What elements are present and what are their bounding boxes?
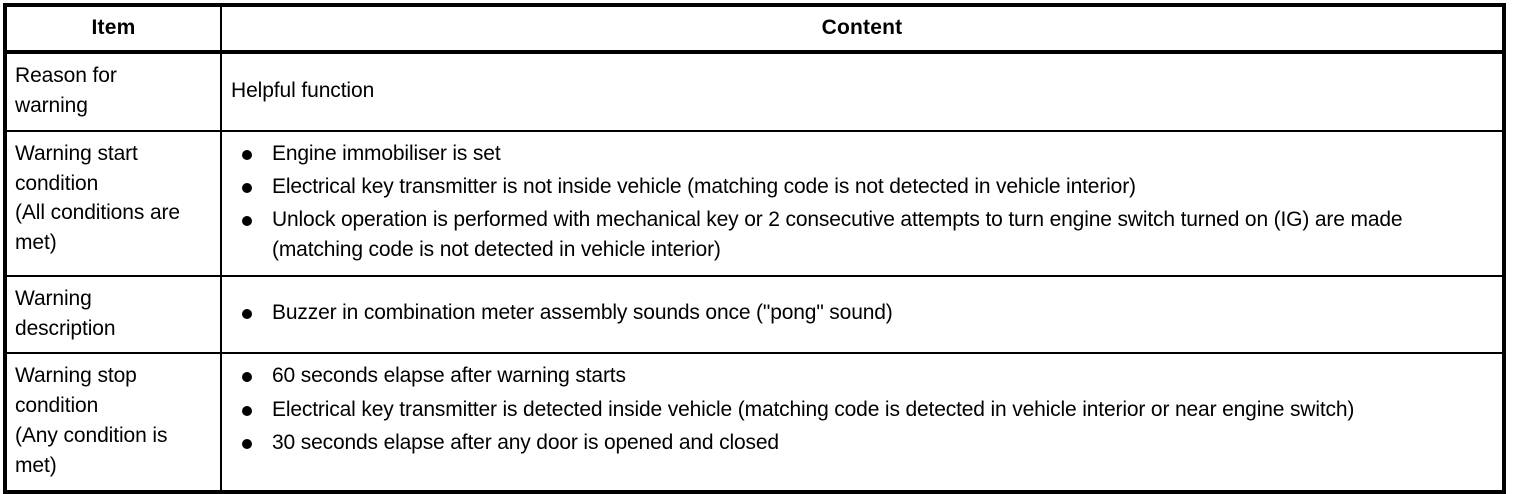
table-row: Reason for warning Helpful function bbox=[4, 51, 1505, 132]
list-item-text: Electrical key transmitter is not inside… bbox=[272, 175, 1136, 198]
list-item: Engine immobiliser is set bbox=[231, 139, 1492, 169]
table-row: Warning start condition (All conditions … bbox=[4, 129, 1505, 277]
item-label-line: warning bbox=[15, 93, 88, 117]
row-content: Engine immobiliser is set Electrical key… bbox=[220, 129, 1505, 277]
column-header-item: Item bbox=[4, 5, 222, 55]
list-item: 60 seconds elapse after warning starts bbox=[231, 361, 1492, 391]
item-label-line: met) bbox=[15, 231, 57, 255]
bullet-list: 60 seconds elapse after warning starts E… bbox=[231, 361, 1492, 458]
list-item-text: Engine immobiliser is set bbox=[272, 141, 501, 165]
item-label-line: description bbox=[15, 316, 116, 340]
row-content: Buzzer in combination meter assembly sou… bbox=[220, 274, 1505, 355]
warning-specification-table: Item Content Reason for warning Helpful … bbox=[3, 3, 1506, 494]
list-item: Electrical key transmitter is not inside… bbox=[231, 172, 1492, 202]
bullet-list: Buzzer in combination meter assembly sou… bbox=[231, 298, 1492, 328]
content-text: Helpful function bbox=[231, 79, 375, 103]
list-item: 30 seconds elapse after any door is open… bbox=[231, 428, 1492, 458]
row-content: 60 seconds elapse after warning starts E… bbox=[220, 352, 1505, 493]
item-label-line: Reason for bbox=[15, 64, 117, 88]
table-header-row: Item Content bbox=[4, 5, 1505, 55]
document-sheet: Item Content Reason for warning Helpful … bbox=[3, 3, 1506, 494]
table-row: Warning description Buzzer in combinatio… bbox=[4, 274, 1505, 355]
row-item-label: Warning start condition (All conditions … bbox=[4, 129, 222, 277]
table-header: Item Content bbox=[4, 5, 1505, 55]
row-item-label: Reason for warning bbox=[4, 51, 222, 132]
bullet-icon bbox=[242, 438, 252, 449]
bullet-list: Engine immobiliser is set Electrical key… bbox=[231, 139, 1492, 266]
list-item-text: Electrical key transmitter is detected i… bbox=[272, 397, 1355, 421]
item-label-line: Warning bbox=[15, 286, 92, 310]
item-label-line: met) bbox=[15, 453, 57, 477]
item-label-line: (All conditions are bbox=[15, 201, 181, 225]
item-label-line: (Any condition is bbox=[15, 423, 168, 447]
row-content: Helpful function bbox=[220, 51, 1505, 132]
item-label-line: Warning start bbox=[15, 141, 138, 165]
bullet-icon bbox=[242, 149, 252, 160]
item-label-line: condition bbox=[15, 394, 99, 418]
item-label-line: Warning stop bbox=[15, 364, 137, 388]
table-body: Reason for warning Helpful function Warn… bbox=[4, 51, 1505, 493]
list-item: Electrical key transmitter is detected i… bbox=[231, 395, 1492, 425]
table-row: Warning stop condition (Any condition is… bbox=[4, 352, 1505, 493]
bullet-icon bbox=[242, 405, 252, 416]
list-item-text: 60 seconds elapse after warning starts bbox=[272, 364, 626, 388]
bullet-icon bbox=[242, 372, 252, 383]
row-item-label: Warning stop condition (Any condition is… bbox=[4, 352, 222, 493]
list-item-text: 30 seconds elapse after any door is open… bbox=[272, 430, 779, 454]
list-item-text: Unlock operation is performed with mecha… bbox=[272, 208, 1403, 262]
list-item-text: Buzzer in combination meter assembly sou… bbox=[272, 301, 893, 325]
list-item: Unlock operation is performed with mecha… bbox=[231, 205, 1492, 265]
list-item: Buzzer in combination meter assembly sou… bbox=[231, 298, 1492, 328]
column-header-content: Content bbox=[220, 5, 1505, 55]
item-label-line: condition bbox=[15, 171, 99, 195]
bullet-icon bbox=[242, 183, 252, 193]
bullet-icon bbox=[242, 216, 252, 227]
bullet-icon bbox=[242, 309, 252, 320]
row-item-label: Warning description bbox=[4, 274, 222, 355]
